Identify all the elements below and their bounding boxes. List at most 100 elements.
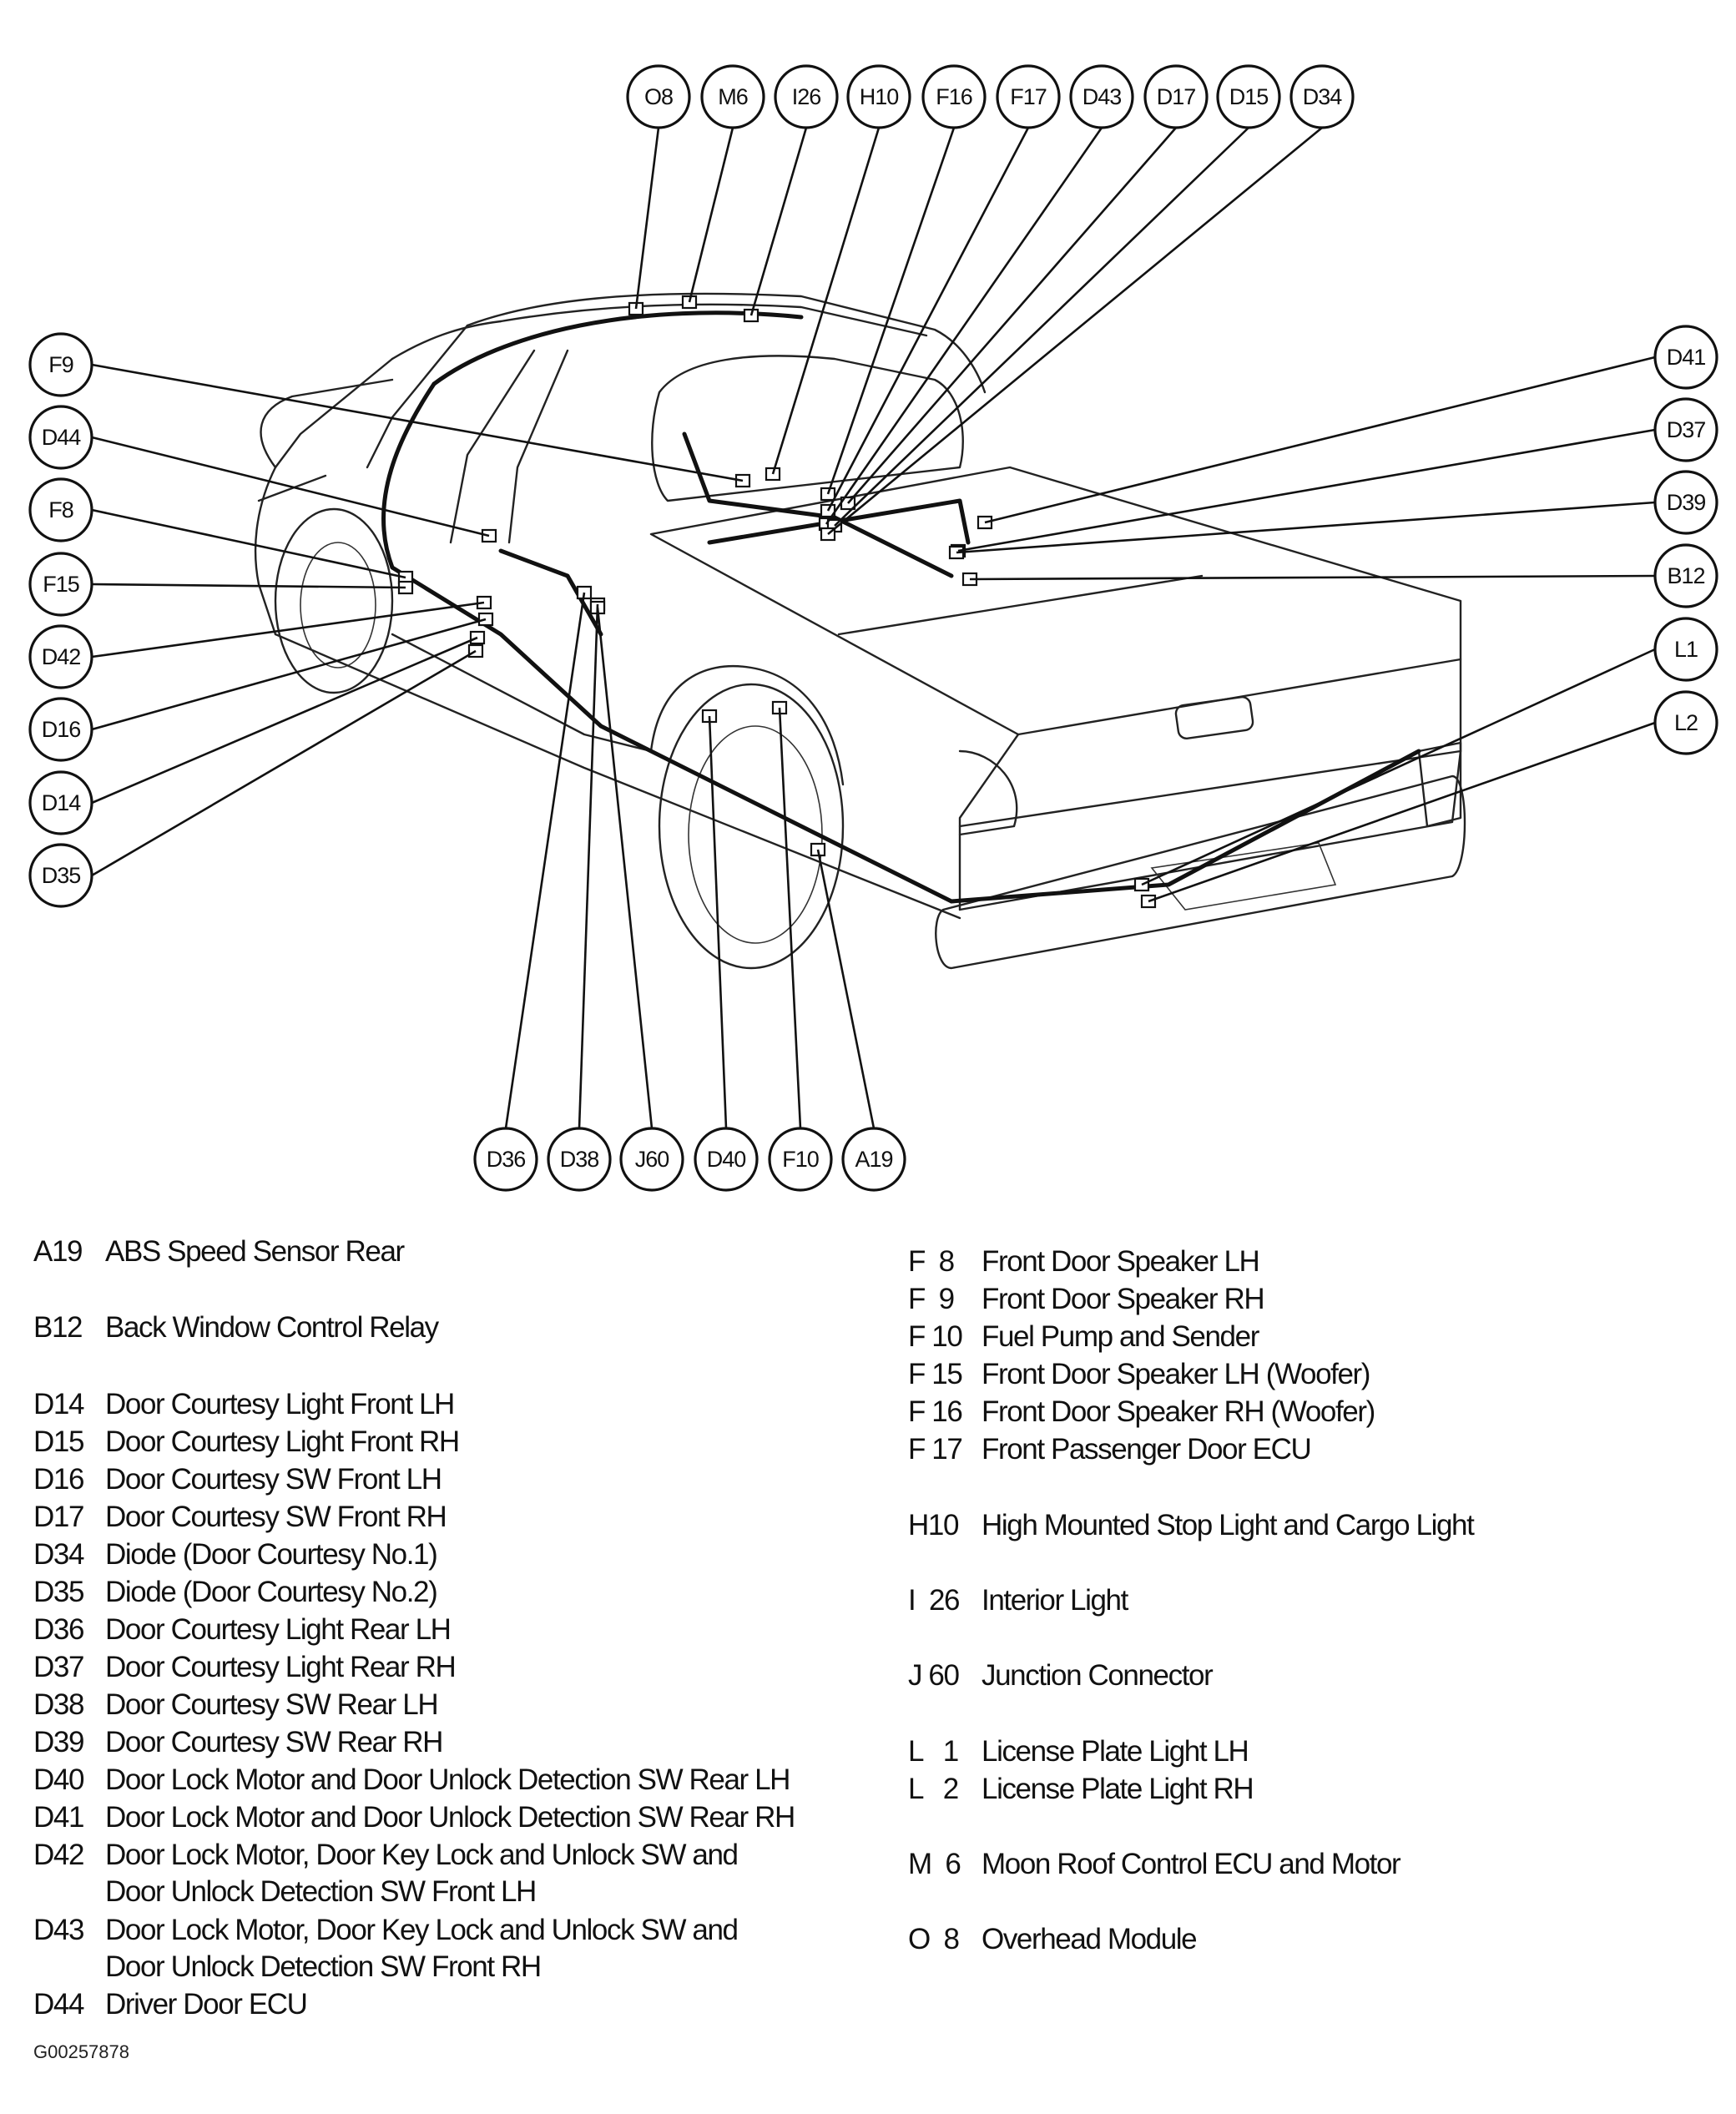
callout-d16: D16 (28, 697, 93, 762)
callout-circle (1653, 690, 1718, 755)
legend-code: D34 (33, 1538, 84, 1571)
leader-line (634, 127, 660, 310)
callout-label: L1 (1674, 637, 1698, 662)
callout-d37: D37 (1653, 397, 1718, 462)
wire-harness (381, 310, 1421, 904)
leader-line (504, 592, 586, 1129)
legend-code: F 16 (908, 1395, 963, 1428)
callout-circle (28, 697, 93, 762)
legend-code: D17 (33, 1501, 84, 1533)
callout-circle (841, 1127, 906, 1192)
legend-description: License Plate Light LH (982, 1735, 1249, 1768)
callout-label: D14 (42, 790, 82, 815)
leader-line (578, 603, 599, 1129)
callout-h10: H10 (846, 64, 911, 129)
callout-d38: D38 (547, 1127, 612, 1192)
legend-code: D39 (33, 1726, 84, 1758)
legend-description: Overhead Module (982, 1923, 1198, 1955)
legend-description: High Mounted Stop Light and Cargo Light (982, 1509, 1475, 1541)
callout-circle (28, 477, 93, 542)
leader-line (91, 618, 487, 731)
legend-description: Interior Light (982, 1584, 1128, 1617)
callout-label: D37 (1667, 417, 1706, 442)
callout-circle (28, 332, 93, 397)
callout-f17: F17 (996, 64, 1061, 129)
leader-line (827, 126, 1323, 536)
callout-label: F10 (782, 1147, 819, 1172)
callout-label: A19 (855, 1147, 892, 1172)
callout-circle (1653, 617, 1718, 682)
leader-line (825, 127, 1103, 525)
callout-circle (1653, 470, 1718, 535)
legend-code: L 1 (908, 1735, 959, 1768)
legend-code: D35 (33, 1576, 84, 1608)
callout-m6: M6 (700, 64, 765, 129)
leader-line (708, 715, 728, 1129)
leader-line (826, 127, 1030, 512)
callout-circle (1216, 64, 1281, 129)
legend-description: ABS Speed Sensor Rear (105, 1235, 405, 1268)
callout-f16: F16 (921, 64, 987, 129)
legend-code: F 8 (908, 1245, 955, 1278)
legend-description: Door Lock Motor, Door Key Lock and Unloc… (105, 1914, 739, 1946)
callout-circle (846, 64, 911, 129)
legend-description-continued: Door Unlock Detection SW Front RH (105, 1950, 542, 1983)
legend-description-continued: Door Unlock Detection SW Front LH (105, 1875, 537, 1908)
legend-description: Door Courtesy SW Front LH (105, 1463, 442, 1496)
legend-description: Front Door Speaker RH (982, 1283, 1265, 1315)
callout-a19: A19 (841, 1127, 906, 1192)
leader-line (1141, 648, 1656, 886)
callout-f15: F15 (28, 552, 93, 617)
callout-d41: D41 (1653, 325, 1718, 390)
legend-code: F 17 (908, 1433, 963, 1466)
leader-line (688, 127, 734, 303)
callout-label: M6 (718, 84, 748, 109)
leader-line (834, 127, 1249, 527)
leader-line (826, 127, 956, 495)
legend-description: Door Courtesy SW Front RH (105, 1501, 447, 1533)
callout-circle (547, 1127, 612, 1192)
callout-d34: D34 (1289, 64, 1355, 129)
legend-code: D36 (33, 1613, 84, 1646)
legend-code: O 8 (908, 1923, 960, 1955)
callout-circle (1653, 543, 1718, 608)
legend-description: Door Lock Motor and Door Unlock Detectio… (105, 1763, 790, 1796)
leader-line (969, 574, 1656, 581)
legend-code: D43 (33, 1914, 84, 1946)
callout-label: D35 (42, 863, 81, 888)
legend-code: D14 (33, 1388, 84, 1420)
callout-d40: D40 (694, 1127, 759, 1192)
legend-code: F 15 (908, 1358, 963, 1390)
callout-d15: D15 (1216, 64, 1281, 129)
legend-description: Moon Roof Control ECU and Motor (982, 1848, 1401, 1880)
leader-line (91, 649, 477, 877)
callout-label: H10 (860, 84, 899, 109)
legend-code: M 6 (908, 1848, 961, 1880)
callout-circle (626, 64, 691, 129)
callout-circle (768, 1127, 833, 1192)
callout-label: D36 (487, 1147, 526, 1172)
legend-code: B12 (33, 1311, 83, 1344)
callout-l1: L1 (1653, 617, 1718, 682)
callout-circle (28, 770, 93, 835)
callout-label: F16 (936, 84, 972, 109)
callout-label: I26 (792, 84, 821, 109)
leader-line (956, 501, 1656, 554)
callout-label: F8 (48, 497, 73, 522)
legend-description: Front Door Speaker LH (Woofer) (982, 1358, 1370, 1390)
callout-label: D41 (1667, 345, 1706, 370)
legend-description: Front Door Speaker LH (982, 1245, 1260, 1278)
callout-label: F15 (43, 572, 79, 597)
callout-b12: B12 (1653, 543, 1718, 608)
callout-d17: D17 (1143, 64, 1209, 129)
callout-circle (28, 405, 93, 470)
callout-circle (774, 64, 839, 129)
leader-line (778, 707, 802, 1129)
callout-f9: F9 (28, 332, 93, 397)
legend-description: Door Courtesy Light Front LH (105, 1388, 455, 1420)
leader-line (957, 428, 1656, 552)
legend-description: Diode (Door Courtesy No.2) (105, 1576, 438, 1608)
callout-i26: I26 (774, 64, 839, 129)
legend-description: Door Lock Motor, Door Key Lock and Unloc… (105, 1839, 739, 1871)
